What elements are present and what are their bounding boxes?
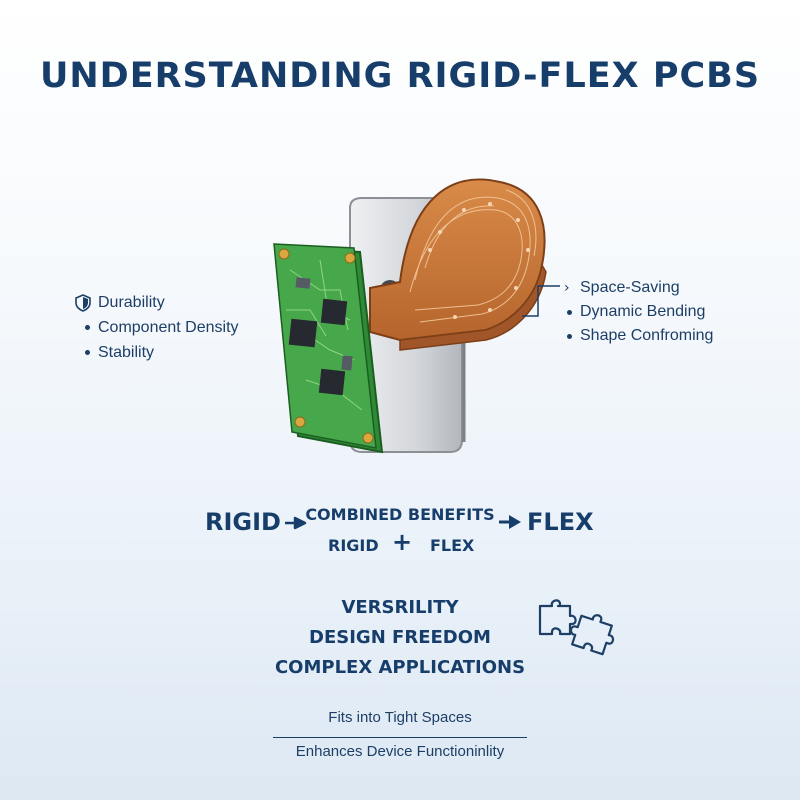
callout-bracket <box>522 285 560 317</box>
combined-benefits-heading: COMBINED BENEFITS <box>305 505 495 524</box>
rigid-feature-list: Durability Component Density Stability <box>74 290 274 365</box>
flex-feature-list: › Space-Saving Dynamic Bending Shape Con… <box>562 276 792 348</box>
rigid-pcb-board <box>273 243 384 454</box>
feature-space-saving: › Space-Saving <box>562 276 792 300</box>
device-functionality-text: Enhances Device Functioninlity <box>295 743 505 760</box>
benefit-item: VERSRILITY <box>341 597 459 618</box>
benefit-item: COMPLEX APPLICATIONS <box>274 657 526 678</box>
benefit-item: DESIGN FREEDOM <box>309 627 491 648</box>
shield-icon <box>75 294 91 312</box>
arrow-right-icon <box>499 515 521 529</box>
arrow-icon <box>285 516 307 530</box>
page-title: UNDERSTANDING RIGID-FLEX PCBS <box>39 56 761 96</box>
feature-durability: Durability <box>74 290 274 315</box>
feature-component-density: Component Density <box>74 315 274 340</box>
flex-circuit <box>369 178 547 351</box>
rigid-label: RIGID <box>205 508 281 536</box>
feature-dynamic-bending: Dynamic Bending <box>562 300 792 324</box>
divider <box>273 737 527 738</box>
feature-shape-conforming: Shape Confroming <box>562 324 792 348</box>
combined-rigid-label: RIGID <box>328 536 379 555</box>
puzzle-icon <box>538 599 615 656</box>
chevron-right-icon: › <box>564 280 570 296</box>
flex-label: FLEX <box>527 508 594 536</box>
tight-spaces-text: Fits into Tight Spaces <box>328 709 472 726</box>
rigid-flex-pcb-illustration <box>273 178 547 454</box>
plus-sign: + <box>392 528 413 556</box>
benefit-list: VERSRILITY DESIGN FREEDOM COMPLEX APPLIC… <box>250 593 550 683</box>
feature-stability: Stability <box>74 340 274 365</box>
combined-flex-label: FLEX <box>430 536 475 555</box>
